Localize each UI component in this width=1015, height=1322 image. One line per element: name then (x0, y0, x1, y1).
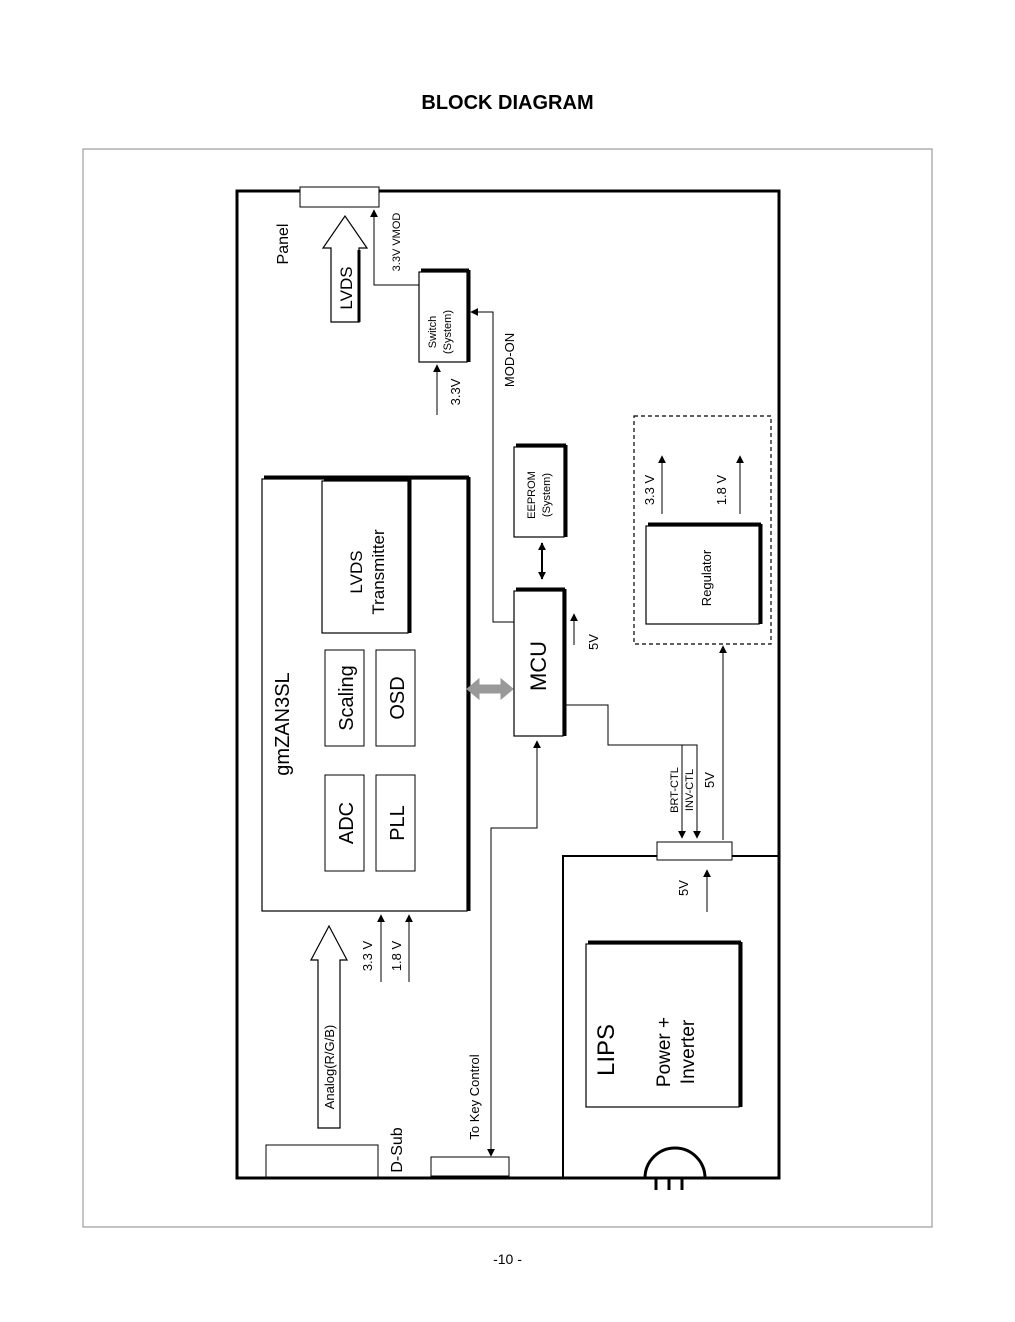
chip-mcu-bus (466, 677, 514, 701)
lips-5v-label: 5V (676, 880, 691, 896)
regulator-label: Regulator (699, 549, 714, 606)
page-title: BLOCK DIAGRAM (421, 92, 594, 114)
panel-connector (299, 186, 380, 208)
brt-ctl-label: BRT-CTL (669, 767, 681, 813)
vmod-label: 3.3V VMOD (391, 213, 403, 272)
pll-label: PLL (387, 805, 409, 841)
key-control-connector (430, 1156, 510, 1177)
ac-inlet (643, 1146, 707, 1179)
reg-1v8-label: 1.8 V (714, 474, 729, 505)
scaling-block (324, 649, 365, 747)
eeprom-label-1: EEPROM (526, 471, 538, 519)
mod-on-label: MOD-ON (502, 333, 517, 387)
mcu-label: MCU (526, 641, 551, 691)
chip-1v8-label: 1.8 V (389, 940, 404, 971)
lips-connector (656, 841, 733, 861)
analog-rgb-arrow (310, 924, 348, 1129)
switch-label-1: Switch (427, 316, 439, 348)
dsub-connector (265, 1144, 379, 1178)
regulator-group (633, 415, 772, 645)
reg-3v3-label: 3.3 V (642, 474, 657, 505)
main-board (235, 189, 781, 1180)
dsub-label: D-Sub (389, 1127, 406, 1172)
inv-ctl-label: INV-CTL (684, 769, 696, 811)
analog-rgb-label: Analog(R/G/B) (322, 1025, 337, 1110)
inv-ctl-line (608, 744, 701, 839)
eeprom-label-2: (System) (541, 473, 553, 517)
scaling-label: Scaling (336, 665, 358, 731)
adc-label: ADC (336, 802, 358, 844)
mod-on-line (470, 308, 514, 623)
scaler-chip-label: gmZAN3SL (272, 672, 294, 775)
lips-power-label: Power + (654, 1017, 675, 1087)
brt-ctl-line (565, 704, 686, 839)
lvds-tx-label-2: Transmitter (369, 529, 388, 615)
mcu-5v-label: 5V (586, 634, 601, 650)
lvds-transmitter-block (321, 480, 409, 634)
switch-label-2: (System) (442, 310, 454, 354)
pll-block (375, 774, 416, 872)
switch-block (418, 271, 468, 363)
outer-frame (82, 148, 933, 1228)
lips-block (585, 943, 740, 1108)
key-control-line (487, 740, 541, 1157)
reg-5v-label: 5V (702, 772, 717, 788)
regulator-block (645, 525, 760, 625)
eeprom-block (513, 446, 565, 538)
vmod-line (370, 209, 419, 286)
panel-label: Panel (275, 224, 292, 265)
lvds-output-label: LVDS (337, 266, 356, 309)
mcu-block (513, 590, 564, 737)
lvds-tx-label-1: LVDS (347, 550, 366, 593)
osd-label: OSD (387, 676, 409, 719)
page-number: -10 - (493, 1251, 522, 1267)
chip-3v3-label: 3.3 V (360, 940, 375, 971)
lips-inverter-label: Inverter (678, 1019, 699, 1084)
osd-block (375, 649, 416, 747)
key-control-label: To Key Control (467, 1054, 482, 1139)
lips-label: LIPS (593, 1024, 620, 1076)
adc-block (324, 774, 365, 872)
switch-3v3-label: 3.3V (448, 378, 463, 405)
